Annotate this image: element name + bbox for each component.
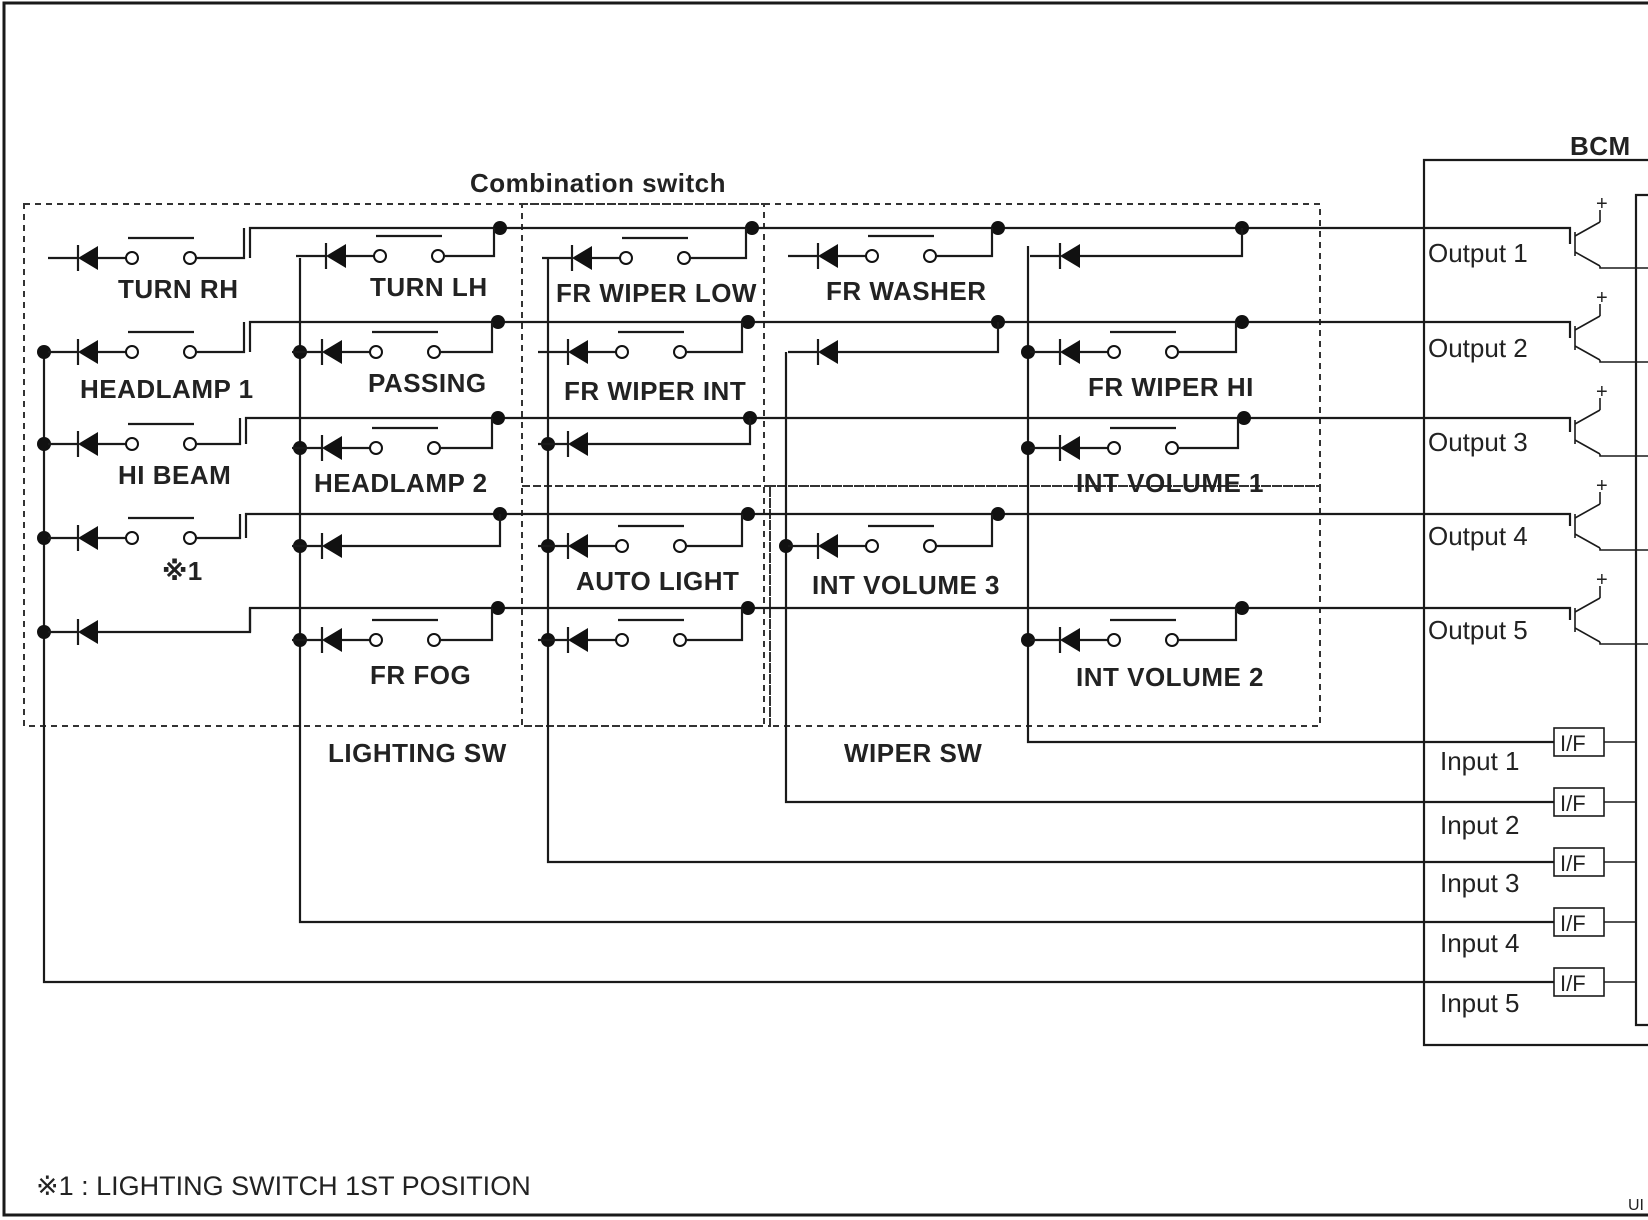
output-1-bus: [248, 226, 1572, 258]
svg-text:I/F: I/F: [1560, 791, 1586, 816]
input-1-interface: I/F: [1553, 727, 1636, 757]
int-volume2-label: INT VOLUME 2: [1076, 662, 1264, 692]
input-buses: [42, 246, 1554, 984]
fr-wiper-hi-switch-element: [1030, 322, 1238, 365]
svg-text:+: +: [1596, 381, 1608, 403]
svg-text:+: +: [1596, 475, 1608, 497]
output-5-bus: [248, 606, 1572, 632]
input-3-interface: I/F: [1553, 847, 1636, 877]
input-5-bus: [42, 352, 1554, 984]
input-5-label: Input 5: [1440, 988, 1520, 1018]
output-1-label: Output 1: [1428, 238, 1528, 268]
output-5-label: Output 5: [1428, 615, 1528, 645]
bcm-module: Output 1 Output 2 Output 3 Output 4 Outp…: [1422, 158, 1648, 1047]
lh-blank-switch-element: [292, 514, 502, 559]
wiper-blank-3-switch-element: [538, 418, 752, 457]
switch-labels: TURN RH TURN LH HEADLAMP 1 PASSING HI BE…: [80, 272, 1264, 692]
fr-fog-switch-element: [292, 608, 494, 653]
lighting-switch-label: LIGHTING SW: [328, 738, 507, 768]
output-2-label: Output 2: [1428, 333, 1528, 363]
input-2-bus: [784, 352, 1554, 804]
output-2-bus: [248, 320, 1572, 352]
hi-blank-switch-element: [1030, 228, 1244, 269]
input-5-interface: I/F: [1553, 967, 1636, 997]
input-1-label: Input 1: [1440, 746, 1520, 776]
wiper-switch-label: WIPER SW: [844, 738, 982, 768]
auto-light-label: AUTO LIGHT: [576, 566, 739, 596]
headlamp1-label: HEADLAMP 1: [80, 374, 254, 404]
wiper-switch-lower-box: [769, 485, 1321, 727]
input-4-interface: I/F: [1553, 907, 1636, 937]
footnote: ※1 : LIGHTING SWITCH 1ST POSITION: [36, 1171, 531, 1201]
fr-fog-label: FR FOG: [370, 660, 471, 690]
input-3-bus: [546, 258, 1554, 864]
wiper-switch-group: WIPER SW: [521, 203, 1321, 768]
output-5-transistor: +: [1574, 569, 1648, 645]
auto-light-2-switch-element: [538, 608, 744, 653]
output-2-transistor: +: [1574, 287, 1648, 363]
svg-text:I/F: I/F: [1560, 731, 1586, 756]
svg-text:+: +: [1596, 193, 1608, 215]
bcm-title: BCM: [1570, 131, 1631, 161]
fr-wiper-hi-label: FR WIPER HI: [1088, 372, 1254, 402]
hi-beam-switch-element: [48, 418, 242, 457]
output-4-label: Output 4: [1428, 521, 1528, 551]
int-volume1-switch-element: [1030, 418, 1240, 461]
input-2-label: Input 2: [1440, 810, 1520, 840]
output-3-transistor: +: [1574, 381, 1648, 457]
input-4-label: Input 4: [1440, 928, 1520, 958]
headlamp1-switch-element: [48, 322, 246, 365]
int-volume1-label: INT VOLUME 1: [1076, 468, 1264, 498]
int-volume3-switch-element: [788, 514, 994, 559]
fr-wiper-low-label: FR WIPER LOW: [556, 278, 757, 308]
headlamp2-switch-element: [292, 418, 494, 461]
input-2-interface: I/F: [1553, 787, 1636, 817]
output-1-transistor: +: [1574, 193, 1648, 269]
svg-text:+: +: [1596, 287, 1608, 309]
int-volume2-switch-element: [1030, 608, 1238, 653]
lighting-switch-group: LIGHTING SW: [23, 203, 765, 768]
fr-washer-switch-element: [788, 228, 994, 269]
output-4-bus: [244, 512, 1572, 538]
note1-label: ※1: [162, 556, 203, 586]
input-1-bus: [1026, 246, 1554, 744]
svg-text:I/F: I/F: [1560, 911, 1586, 936]
turn-rh-switch-element: [48, 228, 246, 271]
bcm-box: [1422, 158, 1648, 1047]
passing-label: PASSING: [368, 368, 487, 398]
note1-switch-element: [48, 514, 242, 551]
auto-light-divider-box: [521, 485, 771, 727]
output-3-label: Output 3: [1428, 427, 1528, 457]
hi-beam-label: HI BEAM: [118, 460, 231, 490]
svg-text:I/F: I/F: [1560, 971, 1586, 996]
input-4-bus: [298, 258, 1554, 924]
input-3-label: Input 3: [1440, 868, 1520, 898]
svg-text:I/F: I/F: [1560, 851, 1586, 876]
fr-washer-label: FR WASHER: [826, 276, 987, 306]
switch-elements: [48, 228, 1244, 653]
output-4-transistor: +: [1574, 475, 1648, 551]
headlamp1-dup-switch-element: [48, 608, 252, 645]
svg-text:+: +: [1596, 569, 1608, 591]
turn-lh-switch-element: [296, 228, 496, 269]
auto-light-switch-element: [538, 514, 744, 559]
turn-rh-label: TURN RH: [118, 274, 239, 304]
fr-wiper-int-label: FR WIPER INT: [564, 376, 746, 406]
int-volume3-label: INT VOLUME 3: [812, 570, 1000, 600]
bcm-inner-box: [1634, 193, 1648, 1027]
wiper-switch-upper-box: [521, 203, 1321, 487]
fr-wiper-low-switch-element: [542, 228, 748, 271]
fr-wiper-int-switch-element: [538, 322, 744, 365]
washer-blank-switch-element: [788, 322, 1000, 365]
turn-lh-label: TURN LH: [370, 272, 488, 302]
passing-switch-element: [292, 322, 494, 365]
lighting-switch-box: [23, 203, 765, 727]
output-3-bus: [244, 416, 1572, 444]
corner-mark: UI: [1628, 1197, 1644, 1214]
headlamp2-label: HEADLAMP 2: [314, 468, 488, 498]
combination-switch-title: Combination switch: [470, 168, 726, 198]
